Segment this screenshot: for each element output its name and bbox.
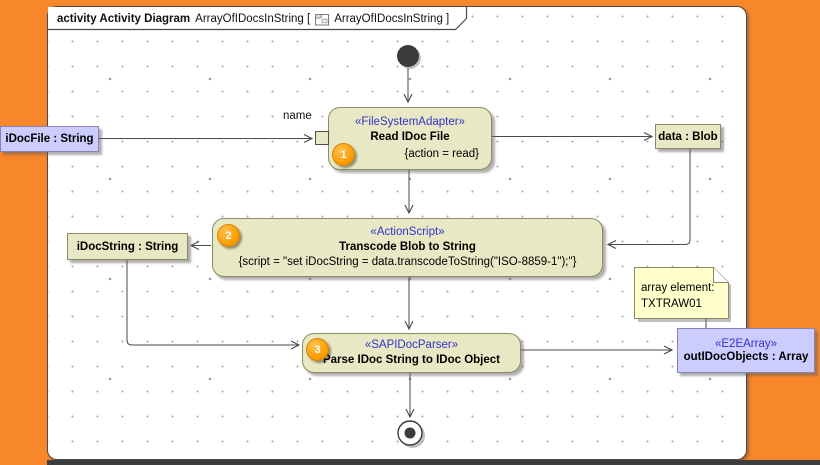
action-parse-idoc[interactable]: «SAPIDocParser» Parse IDoc String to IDo…	[302, 333, 521, 373]
step-badge-3: 3	[306, 338, 329, 361]
stereotype-label: «E2EArray»	[714, 338, 777, 350]
note-line-1: array element:	[641, 282, 715, 294]
frame-title: activity Activity Diagram ArrayOfIDocsIn…	[57, 10, 449, 28]
object-node-datablob[interactable]: data : Blob	[655, 124, 721, 149]
edge-label-name: name	[283, 110, 312, 122]
frame-title-diagram-name: ArrayOfIDocsInString [	[195, 13, 311, 25]
object-node-idocfile[interactable]: iDocFile : String	[0, 126, 99, 152]
action-transcode-blob[interactable]: «ActionScript» Transcode Blob to String …	[212, 218, 603, 277]
frame-title-keyword: activity Activity Diagram	[57, 13, 191, 25]
action-name: Transcode Blob to String	[339, 241, 476, 254]
object-node-outidocobjects[interactable]: «E2EArray» outIDocObjects : Array	[677, 328, 815, 373]
frame-title-context-name: ArrayOfIDocsInString ]	[334, 13, 450, 25]
note-array-element[interactable]: array element: TXTRAW01	[641, 280, 727, 312]
action-name: Parse IDoc String to IDoc Object	[322, 354, 500, 366]
action-read-idoc-file[interactable]: «FileSystemAdapter» Read IDoc File {acti…	[328, 107, 492, 170]
input-pin-name[interactable]	[315, 131, 329, 145]
action-name: Read IDoc File	[370, 130, 450, 143]
object-label: data : Blob	[658, 130, 718, 143]
object-label: iDocFile : String	[5, 133, 94, 145]
stereotype-label: «FileSystemAdapter»	[355, 115, 465, 128]
object-label: outIDocObjects : Array	[683, 351, 809, 363]
window-bottom-edge	[47, 460, 820, 465]
stereotype-label: «SAPIDocParser»	[364, 339, 459, 352]
action-constraint: {script = "set iDocString = data.transco…	[238, 255, 577, 268]
diagram-icon	[315, 13, 330, 25]
step-badge-2: 2	[217, 224, 240, 247]
object-label: iDocString : String	[76, 240, 179, 253]
object-node-idocstring[interactable]: iDocString : String	[67, 233, 188, 260]
note-line-2: TXTRAW01	[641, 298, 702, 311]
step-badge-1: 1	[332, 143, 355, 166]
stereotype-label: «ActionScript»	[370, 226, 445, 239]
action-constraint: {action = read}	[404, 148, 480, 161]
